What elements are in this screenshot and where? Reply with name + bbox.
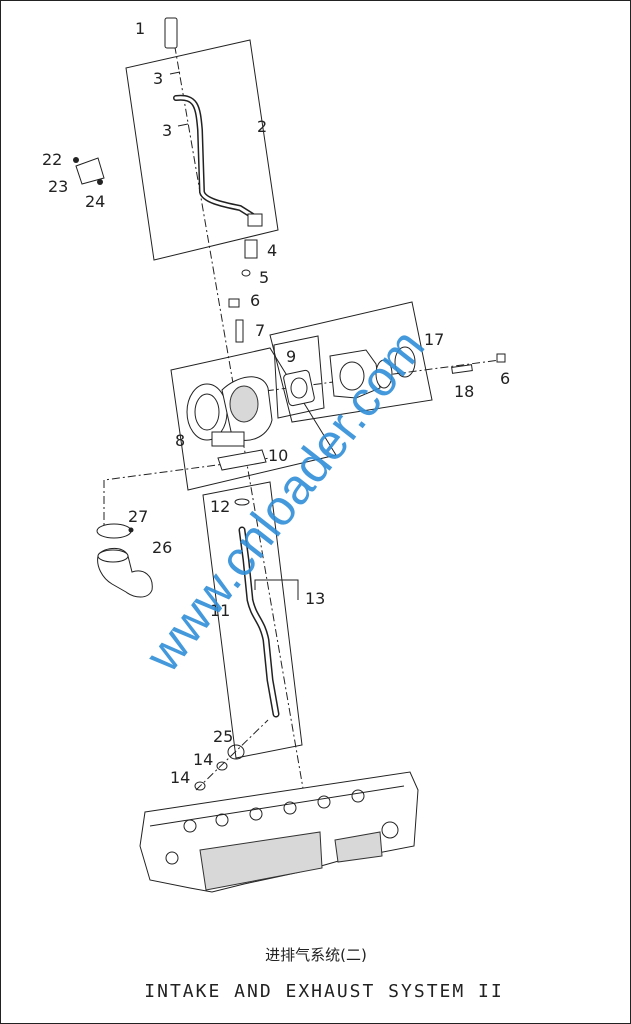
assembly-axis-seals bbox=[195, 719, 269, 791]
cylinder-head-block bbox=[139, 771, 419, 893]
part-3-washer-upper bbox=[169, 71, 181, 75]
callout-17: 17 bbox=[424, 330, 444, 349]
part-17-seal-ring bbox=[394, 346, 416, 378]
group-box-turbocharger bbox=[170, 347, 337, 491]
callout-23: 23 bbox=[48, 177, 68, 196]
callout-11: 11 bbox=[210, 601, 230, 620]
part-12-o-ring bbox=[234, 498, 250, 506]
part-27-clamp bbox=[96, 523, 132, 539]
part-6-nut bbox=[228, 298, 240, 308]
part-3-washer-lower bbox=[177, 123, 189, 127]
callout-2: 2 bbox=[257, 117, 267, 136]
part-10-gasket bbox=[217, 449, 267, 471]
callout-24: 24 bbox=[85, 192, 105, 211]
callout-13: 13 bbox=[305, 589, 325, 608]
callout-14-lower: 14 bbox=[170, 768, 190, 787]
callout-3-upper: 3 bbox=[153, 69, 163, 88]
part-6-nut-right bbox=[496, 353, 506, 363]
caption-chinese: 进排气系统(二) bbox=[265, 946, 367, 964]
group-box-exhaust-elbow bbox=[269, 301, 433, 423]
callout-6-right: 6 bbox=[500, 369, 510, 388]
part-5-washer bbox=[241, 269, 251, 277]
callout-27: 27 bbox=[128, 507, 148, 526]
part-14-washer-upper bbox=[216, 761, 228, 771]
group-box-oil-line bbox=[125, 39, 279, 261]
callout-9: 9 bbox=[286, 347, 296, 366]
part-9-gasket bbox=[283, 369, 315, 407]
part-7-stud bbox=[235, 319, 244, 343]
part-18-stud bbox=[451, 364, 473, 374]
callout-8: 8 bbox=[175, 431, 185, 450]
part-17-exhaust-elbow bbox=[329, 349, 393, 399]
part-4-adapter bbox=[244, 239, 258, 259]
part-2-nut bbox=[247, 213, 263, 227]
callout-25: 25 bbox=[213, 727, 233, 746]
callout-4: 4 bbox=[267, 241, 277, 260]
part-1-fitting bbox=[164, 17, 178, 49]
caption-english: INTAKE AND EXHAUST SYSTEM II bbox=[144, 981, 503, 1002]
callout-12: 12 bbox=[210, 497, 230, 516]
callout-6-upper: 6 bbox=[250, 291, 260, 310]
callout-26: 26 bbox=[152, 538, 172, 557]
callout-3-lower: 3 bbox=[162, 121, 172, 140]
watermark-text: www.cnloader.com bbox=[134, 319, 435, 683]
group-box-return-line bbox=[202, 481, 303, 759]
callout-1: 1 bbox=[135, 19, 145, 38]
part-24-nut bbox=[97, 179, 103, 185]
callout-5: 5 bbox=[259, 268, 269, 287]
part-8-turbocharger bbox=[186, 376, 273, 447]
part-22-bolt bbox=[73, 157, 79, 163]
part-14-washer-lower bbox=[194, 781, 206, 791]
callout-18: 18 bbox=[454, 382, 474, 401]
group-box-gasket-9 bbox=[273, 335, 325, 419]
assembly-axis-exhaust bbox=[249, 359, 501, 394]
part-23-clip bbox=[75, 157, 105, 185]
part-25-seal bbox=[227, 744, 245, 760]
callout-14-upper: 14 bbox=[193, 750, 213, 769]
part-2-oil-feed-pipe bbox=[173, 94, 259, 221]
leader-13 bbox=[254, 579, 299, 600]
callout-22: 22 bbox=[42, 150, 62, 169]
callout-10: 10 bbox=[268, 446, 288, 465]
callout-7: 7 bbox=[255, 321, 265, 340]
